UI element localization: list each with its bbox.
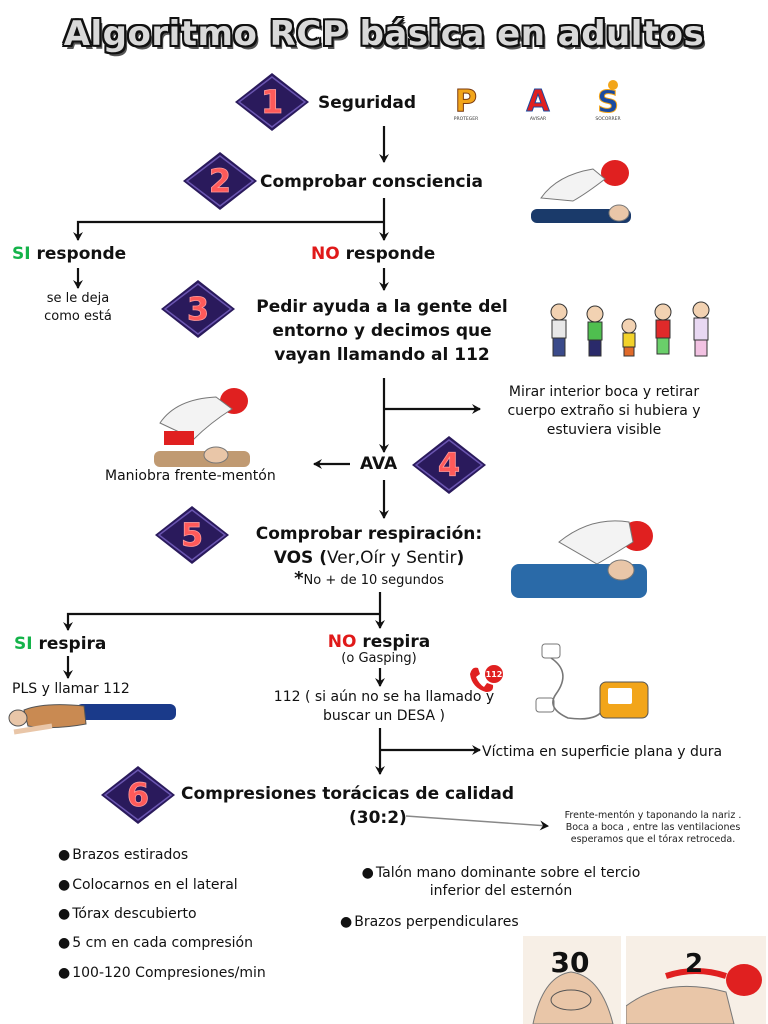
compressions-count: 30: [551, 946, 590, 979]
step-5-number: 5: [181, 516, 203, 554]
bullet-left-2: Colocarnos en el lateral: [58, 876, 237, 894]
si-respira-label: SI respira: [14, 634, 107, 654]
page-title: Algoritmo RCP básica en adultos: [63, 14, 705, 54]
bullet-left-5: 100-120 Compresiones/min: [58, 964, 266, 982]
step-6-label: Compresiones torácicas de calidad: [181, 784, 515, 804]
bullet-right-1: Talón mano dominante sobre el tercio inf…: [336, 864, 666, 901]
no-responde-label: NO responde: [311, 244, 436, 264]
chest-compressions-illustration: 30: [523, 936, 621, 1024]
step-6-number: 6: [127, 776, 149, 814]
pas-letter-a: A: [526, 84, 550, 119]
step-3-label: Pedir ayuda a la gente del entorno y dec…: [256, 297, 508, 365]
step-2-number: 2: [209, 162, 231, 200]
step-4-badge: 4: [410, 434, 488, 496]
arrow-2-si: [73, 220, 384, 241]
ventilation-note: Frente-mentón y taponando la nariz . Boc…: [564, 810, 742, 845]
step-2-label: Comprobar consciencia: [260, 172, 483, 192]
check-consciousness-illustration: [527, 153, 639, 227]
step-5-label: Comprobar respiración: VOS (Ver,Oír y Se…: [255, 524, 483, 589]
step-3-number: 3: [187, 290, 209, 328]
surface-note: Víctima en superficie plana y dura: [482, 744, 723, 760]
step-1-label: Seguridad: [318, 93, 417, 113]
aed-device-illustration: [528, 642, 650, 728]
step-1-badge: 1: [233, 71, 311, 133]
pas-logos: P A S PROTEGER AVISAR SOCORRER: [438, 78, 638, 122]
check-breathing-illustration: [511, 512, 659, 600]
step-4-number: 4: [438, 446, 460, 484]
alarm-light-icon: [608, 80, 618, 90]
pas-letter-p: P: [455, 84, 477, 119]
chin-lift-illustration: [154, 383, 254, 469]
no-respira-result: 112 ( si aún no se ha llamado y buscar u…: [273, 689, 495, 724]
step-2-badge: 2: [181, 150, 259, 212]
si-responde-label: SI responde: [12, 244, 127, 264]
compression-ratio: (30:2): [349, 808, 407, 828]
step-3-badge: 3: [159, 278, 237, 340]
step-4-label: AVA: [360, 454, 398, 474]
people-calling-help-illustration: [537, 298, 731, 360]
mouth-check-note: Mirar interior boca y retirar cuerpo ext…: [507, 384, 701, 438]
phone-112-badge: 112: [486, 670, 503, 679]
bullet-right-2: Brazos perpendiculares: [340, 913, 518, 931]
chin-lift-label: Maniobra frente-mentón: [105, 468, 276, 484]
no-respira-label: NO respira (o Gasping): [327, 632, 431, 666]
rescue-breaths-illustration: 2: [626, 936, 766, 1024]
recovery-position-illustration: [4, 696, 178, 742]
si-responde-result: se le deja como está: [44, 291, 112, 324]
step-5-badge: 5: [153, 504, 231, 566]
arrow-ratio-note: [405, 815, 549, 831]
bullet-left-1: Brazos estirados: [58, 846, 188, 864]
pls-label: PLS y llamar 112: [12, 681, 130, 697]
pas-letter-s: S: [597, 85, 619, 120]
step-1-number: 1: [261, 83, 283, 121]
pas-caption-s: SOCORRER: [595, 116, 620, 122]
step-6-badge: 6: [99, 764, 177, 826]
breaths-count: 2: [685, 949, 703, 979]
pas-caption-a: AVISAR: [530, 116, 546, 122]
phone-112-icon: 112: [466, 664, 506, 694]
bullet-left-4: 5 cm en cada compresión: [58, 934, 253, 952]
arrow-5-si: [63, 612, 380, 631]
bullet-left-3: Tórax descubierto: [58, 905, 196, 923]
pas-caption-p: PROTEGER: [454, 116, 478, 122]
